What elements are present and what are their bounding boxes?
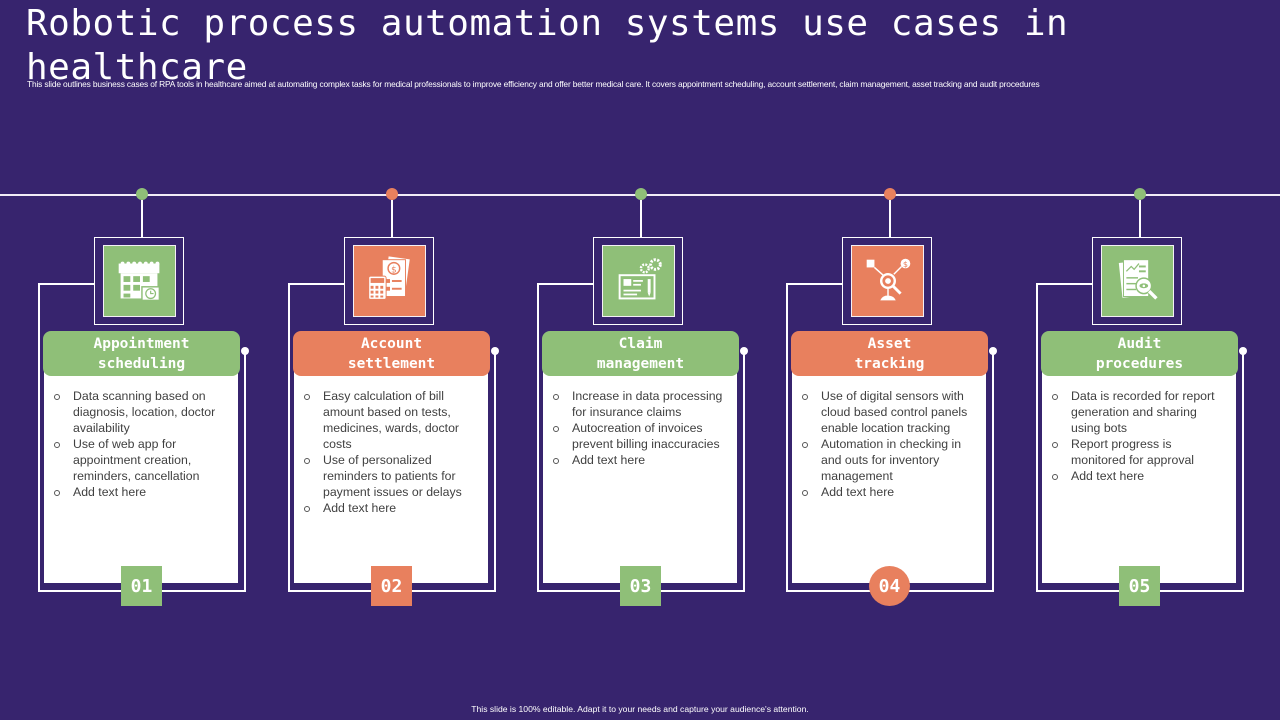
icon-frame (1092, 237, 1182, 325)
use-case-column-01: Appointment scheduling Data scanning bas… (38, 0, 249, 720)
frame-line (786, 283, 788, 591)
use-case-column-03: Claim management Increase in data proces… (537, 0, 748, 720)
timeline-dot (136, 188, 148, 200)
bullet-item: Use of web app for appointment creation,… (50, 436, 230, 484)
step-number-badge: 01 (121, 566, 162, 606)
frame-line (244, 351, 246, 591)
use-case-card (1042, 368, 1236, 583)
frame-line (1242, 351, 1244, 591)
use-case-column-04: $ Asset tracking Use of digital sensors … (786, 0, 997, 720)
icon-frame: $ (344, 237, 434, 325)
bullet-item: Easy calculation of bill amount based on… (300, 388, 480, 452)
frame-line (288, 283, 345, 285)
timeline-connector (889, 200, 891, 237)
asset-tracking-network-icon: $ (851, 245, 924, 317)
use-case-card (792, 368, 986, 583)
frame-line (743, 351, 745, 591)
step-number-badge: 04 (869, 566, 910, 606)
timeline-dot (386, 188, 398, 200)
icon-frame (593, 237, 683, 325)
frame-dot (740, 347, 748, 355)
step-number-badge: 03 (620, 566, 661, 606)
frame-line (537, 283, 594, 285)
use-case-bullets: Use of digital sensors with cloud based … (798, 388, 978, 500)
bullet-item: Increase in data processing for insuranc… (549, 388, 729, 420)
bullet-item: Use of personalized reminders to patient… (300, 452, 480, 500)
bullet-item: Data scanning based on diagnosis, locati… (50, 388, 230, 436)
frame-line (1036, 283, 1038, 591)
use-case-bullets: Data is recorded for report generation a… (1048, 388, 1228, 484)
frame-line (38, 283, 40, 591)
frame-line (288, 283, 290, 591)
use-case-column-05: Audit procedures Data is recorded for re… (1036, 0, 1247, 720)
frame-line (494, 351, 496, 591)
use-case-bullets: Easy calculation of bill amount based on… (300, 388, 480, 516)
use-case-heading: Audit procedures (1041, 331, 1238, 376)
use-case-card (44, 368, 238, 583)
timeline-dot (1134, 188, 1146, 200)
bullet-item: Add text here (798, 484, 978, 500)
use-case-heading: Asset tracking (791, 331, 988, 376)
timeline-connector (640, 200, 642, 237)
icon-frame: $ (842, 237, 932, 325)
timeline-connector (141, 200, 143, 237)
svg-text:$: $ (391, 265, 397, 275)
bullet-item: Add text here (50, 484, 230, 500)
bullet-item: Add text here (300, 500, 480, 516)
use-case-bullets: Increase in data processing for insuranc… (549, 388, 729, 468)
bullet-item: Use of digital sensors with cloud based … (798, 388, 978, 436)
bill-calculator-icon: $ (353, 245, 426, 317)
bullet-item: Data is recorded for report generation a… (1048, 388, 1228, 436)
frame-line (992, 351, 994, 591)
audit-report-magnifier-icon (1101, 245, 1174, 317)
use-case-card (294, 368, 488, 583)
frame-dot (491, 347, 499, 355)
use-case-column-02: $ Account settlement Easy calculation of… (288, 0, 499, 720)
bullet-item: Autocreation of invoices prevent billing… (549, 420, 729, 452)
frame-line (38, 283, 95, 285)
bullet-item: Report progress is monitored for approva… (1048, 436, 1228, 468)
step-number-badge: 02 (371, 566, 412, 606)
timeline-dot (635, 188, 647, 200)
bullet-item: Add text here (549, 452, 729, 468)
frame-line (537, 283, 539, 591)
timeline-connector (391, 200, 393, 237)
use-case-card (543, 368, 737, 583)
frame-dot (989, 347, 997, 355)
frame-dot (241, 347, 249, 355)
icon-frame (94, 237, 184, 325)
step-number-badge: 05 (1119, 566, 1160, 606)
slide-footer: This slide is 100% editable. Adapt it to… (471, 704, 809, 714)
slide-subtitle: This slide outlines business cases of RP… (27, 79, 1040, 89)
svg-text:$: $ (902, 260, 907, 269)
use-case-heading: Claim management (542, 331, 739, 376)
timeline-connector (1139, 200, 1141, 237)
calendar-clock-icon (103, 245, 176, 317)
frame-line (1036, 283, 1093, 285)
slide-title: Robotic process automation systems use c… (26, 3, 1069, 88)
bullet-item: Add text here (1048, 468, 1228, 484)
claim-form-gears-icon (602, 245, 675, 317)
frame-dot (1239, 347, 1247, 355)
use-case-heading: Account settlement (293, 331, 490, 376)
bullet-item: Automation in checking in and outs for i… (798, 436, 978, 484)
use-case-heading: Appointment scheduling (43, 331, 240, 376)
frame-line (786, 283, 843, 285)
use-case-bullets: Data scanning based on diagnosis, locati… (50, 388, 230, 500)
timeline-dot (884, 188, 896, 200)
